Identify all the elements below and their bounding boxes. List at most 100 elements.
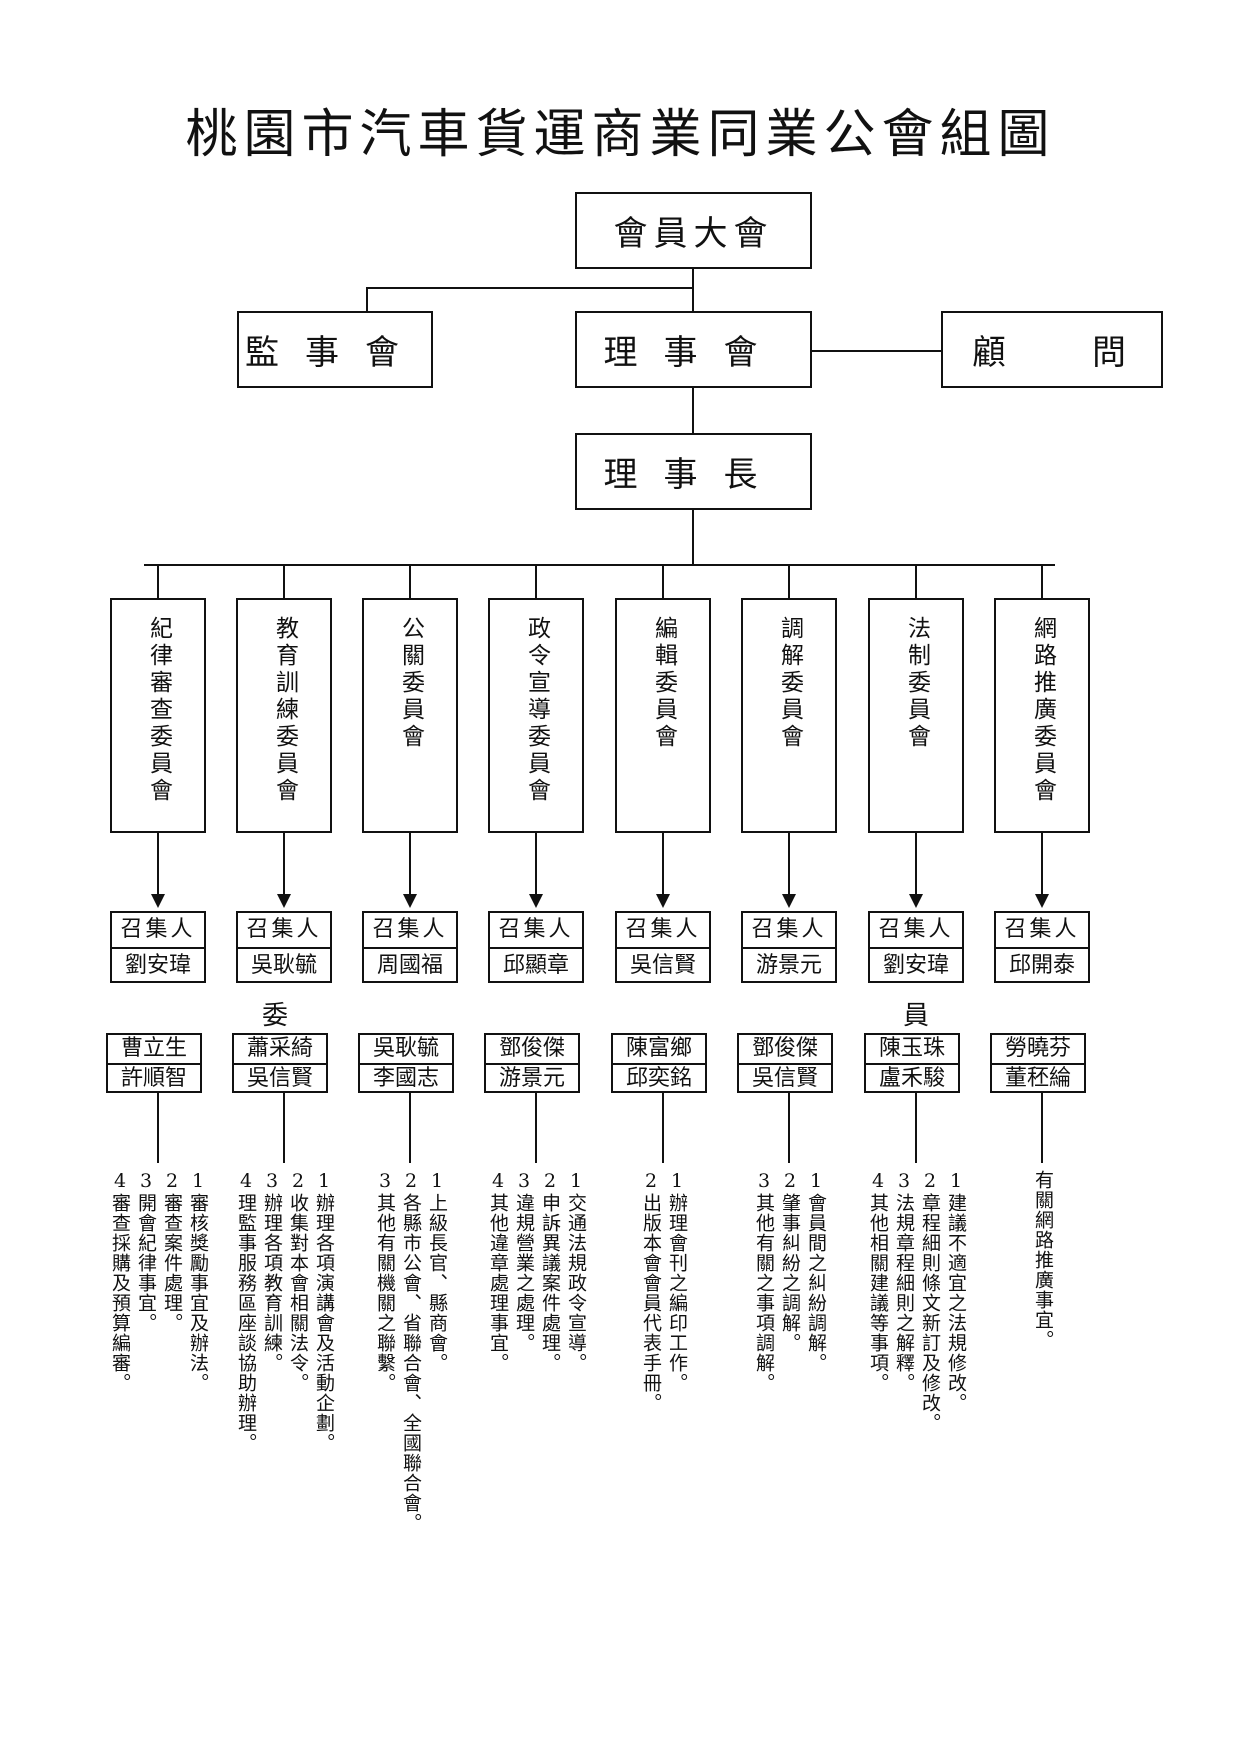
committee-drop-line — [409, 564, 411, 598]
arrow-head — [277, 894, 291, 908]
convener-box: 召集人劉安瑋 — [110, 911, 206, 983]
convener-name: 邱開泰 — [1008, 953, 1075, 978]
convener-label: 召集人 — [112, 913, 204, 949]
arrow-head — [151, 894, 165, 908]
advisor-box: 顧 問 — [941, 311, 1163, 388]
member-name: 盧禾駿 — [878, 1066, 945, 1091]
committee-name: 調解委員會 — [776, 616, 803, 751]
duties-list: 1會員間之糾紛調解。2肇事糾紛之調解。3其他有關之事項調解。 — [750, 1170, 828, 1550]
committee-drop-line — [283, 564, 285, 598]
duties-list: 1審核獎勵事宜及辦法。2審查案件處理。3開會紀律事宜。4審查採購及預算編審。 — [106, 1170, 210, 1550]
committee-drop-line — [535, 564, 537, 598]
committee-box: 調解委員會 — [741, 598, 837, 833]
committee-name: 教育訓練委員會 — [271, 616, 298, 805]
member-name: 董秠綸 — [1004, 1066, 1071, 1091]
duty-item: 有關網路推廣事宜。 — [1032, 1170, 1054, 1350]
duty-item: 1辦理各項演講會及活動企劃。 — [313, 1170, 335, 1453]
members-box: 陳玉珠盧禾駿 — [864, 1033, 960, 1093]
chart-title: 桃園市汽車貨運商業同業公會組圖 — [185, 105, 1056, 165]
convener-box: 召集人劉安瑋 — [868, 911, 964, 983]
committee-arrow-line — [1041, 833, 1043, 895]
convener-label: 召集人 — [364, 913, 456, 949]
committee-arrow-line — [157, 833, 159, 895]
member-name: 吳信賢 — [246, 1066, 313, 1091]
convener-label: 召集人 — [870, 913, 962, 949]
committee-arrow-line — [662, 833, 664, 895]
convener-box: 召集人邱開泰 — [994, 911, 1090, 983]
chairman-label: 理事長 — [603, 455, 784, 495]
member-name: 游景元 — [498, 1066, 565, 1091]
member-side-label-2: 員 — [903, 1001, 930, 1031]
convener-box: 召集人周國福 — [362, 911, 458, 983]
duties-connector-line — [157, 1093, 159, 1163]
committee-box: 編輯委員會 — [615, 598, 711, 833]
member-name: 鄧俊傑 — [739, 1035, 831, 1065]
convener-name: 周國福 — [376, 953, 443, 978]
duty-item: 2肇事糾紛之調解。 — [779, 1170, 801, 1353]
member-name: 吳信賢 — [751, 1066, 818, 1091]
duty-item: 1交通法規政令宣導。 — [565, 1170, 587, 1373]
duty-item: 1審核獎勵事宜及辦法。 — [187, 1170, 209, 1393]
duty-item: 3其他有關之事項調解。 — [753, 1170, 775, 1393]
arrow-head — [782, 894, 796, 908]
member-name: 陳玉珠 — [866, 1035, 958, 1065]
members-box: 勞曉芬董秠綸 — [990, 1033, 1086, 1093]
committee-box: 公關委員會 — [362, 598, 458, 833]
committee-box: 網路推廣委員會 — [994, 598, 1090, 833]
arrow-head — [529, 894, 543, 908]
member-name: 吳耿毓 — [360, 1035, 452, 1065]
convener-label: 召集人 — [238, 913, 330, 949]
convener-label: 召集人 — [490, 913, 582, 949]
member-name: 邱奕銘 — [625, 1066, 692, 1091]
committee-arrow-line — [283, 833, 285, 895]
duties-connector-line — [662, 1093, 664, 1163]
committee-name: 編輯委員會 — [650, 616, 677, 751]
advisor-char-1: 顧 — [972, 333, 1012, 373]
convener-name: 邱顯章 — [502, 953, 569, 978]
convener-box: 召集人吳信賢 — [615, 911, 711, 983]
committee-arrow-line — [788, 833, 790, 895]
member-name: 蕭采綺 — [234, 1035, 326, 1065]
general-assembly-label: 會員大會 — [613, 214, 774, 254]
duty-item: 4理監事服務區座談協助辦理。 — [235, 1170, 257, 1453]
duties-list: 1上級長官、縣商會。2各縣市公會、省聯合會、全國聯合會。3其他有關機關之聯繫。 — [371, 1170, 449, 1550]
member-name: 許順智 — [120, 1066, 187, 1091]
arrow-head — [1035, 894, 1049, 908]
convener-box: 召集人邱顯章 — [488, 911, 584, 983]
duty-item: 3辦理各項教育訓練。 — [261, 1170, 283, 1373]
committee-box: 教育訓練委員會 — [236, 598, 332, 833]
duties-connector-line — [915, 1093, 917, 1163]
committee-name: 政令宣導委員會 — [523, 616, 550, 805]
duty-item: 3違規營業之處理。 — [513, 1170, 535, 1353]
duty-item: 2申訴異議案件處理。 — [539, 1170, 561, 1373]
convener-name: 吳信賢 — [629, 953, 696, 978]
committee-drop-line — [157, 564, 159, 598]
members-box: 蕭采綺吳信賢 — [232, 1033, 328, 1093]
committee-box: 政令宣導委員會 — [488, 598, 584, 833]
duty-item: 2審查案件處理。 — [161, 1170, 183, 1333]
convener-name: 吳耿毓 — [250, 953, 317, 978]
duty-item: 2收集對本會相關法令。 — [287, 1170, 309, 1393]
member-name: 鄧俊傑 — [486, 1035, 578, 1065]
convener-label: 召集人 — [996, 913, 1088, 949]
duty-item: 4審查採購及預算編審。 — [109, 1170, 131, 1393]
duty-item: 4其他違章處理事宜。 — [487, 1170, 509, 1373]
committee-arrow-line — [535, 833, 537, 895]
duties-list: 1辦理各項演講會及活動企劃。2收集對本會相關法令。3辦理各項教育訓練。4理監事服… — [232, 1170, 336, 1550]
committee-arrow-line — [915, 833, 917, 895]
members-box: 陳富鄉邱奕銘 — [611, 1033, 707, 1093]
committee-bus-line — [144, 564, 1055, 566]
duties-list: 1交通法規政令宣導。2申訴異議案件處理。3違規營業之處理。4其他違章處理事宜。 — [484, 1170, 588, 1550]
committee-drop-line — [915, 564, 917, 598]
committee-name: 公關委員會 — [397, 616, 424, 751]
duty-item: 1建議不適宜之法規修改。 — [945, 1170, 967, 1413]
connector-chairman-bus — [692, 510, 694, 565]
board-label: 理事會 — [603, 333, 784, 373]
member-side-label-1: 委 — [262, 1001, 289, 1031]
members-box: 鄧俊傑游景元 — [484, 1033, 580, 1093]
member-name: 李國志 — [372, 1066, 439, 1091]
board-box: 理事會 — [575, 311, 812, 388]
committee-name: 法制委員會 — [903, 616, 930, 751]
duty-item: 4其他相關建議等事項。 — [867, 1170, 889, 1393]
duty-item: 1會員間之糾紛調解。 — [805, 1170, 827, 1373]
